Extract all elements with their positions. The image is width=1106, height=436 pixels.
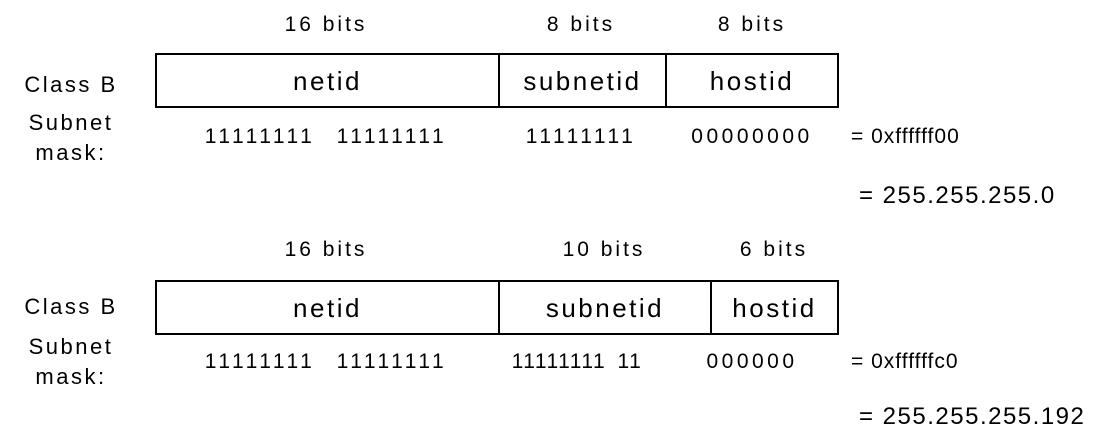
subnet-mask-label: Subnet mask: [0, 108, 142, 168]
subnet-mask-label: Subnet mask: [0, 332, 142, 392]
hex-mask-value: = 0xffffffc0 [851, 350, 959, 373]
address-format-box: netid subnetid hostid [155, 280, 839, 335]
hostid-binary: 00000000 [691, 125, 813, 148]
address-format-box: netid subnetid hostid [155, 53, 839, 108]
dotted-decimal-mask-value: = 255.255.255.192 [859, 403, 1086, 430]
hostid-binary: 000000 [706, 350, 798, 373]
bits-width-label: 8 bits [717, 13, 787, 36]
subnet-mask-label-line1: Subnet [28, 334, 114, 359]
subnetid-binary: 11111111 11 [511, 350, 643, 373]
subnetid-label: subnetid [523, 65, 642, 96]
subnetid-binary: 11111111 [525, 125, 637, 148]
class-b-label: Class B [24, 294, 118, 319]
subnetid-label: subnetid [545, 292, 665, 323]
class-b-label: Class B [24, 72, 118, 97]
hostid-label: hostid [732, 292, 817, 323]
subnetid-cell: subnetid [498, 282, 710, 333]
hex-mask-value: = 0xffffff00 [851, 125, 960, 148]
netid-cell: netid [157, 55, 498, 106]
netid-label: netid [293, 65, 362, 96]
bits-width-label: 8 bits [546, 13, 616, 36]
bits-width-label: 16 bits [284, 238, 368, 261]
netid-cell: netid [157, 282, 498, 333]
subnet-mask-label-line2: mask: [35, 364, 107, 389]
subnet-mask-label-line1: Subnet [28, 110, 114, 135]
hostid-cell: hostid [710, 282, 837, 333]
netid-binary: 11111111 11111111 [204, 125, 448, 148]
hostid-cell: hostid [665, 55, 837, 106]
subnet-mask-label-line2: mask: [35, 140, 107, 165]
subnetid-cell: subnetid [498, 55, 665, 106]
hostid-label: hostid [709, 65, 795, 96]
bits-width-label: 6 bits [739, 238, 809, 261]
bits-width-label: 10 bits [562, 238, 646, 261]
bits-width-label: 16 bits [284, 13, 368, 36]
dotted-decimal-mask-value: = 255.255.255.0 [859, 182, 1056, 209]
netid-label: netid [293, 292, 362, 323]
netid-binary: 11111111 11111111 [204, 350, 448, 373]
